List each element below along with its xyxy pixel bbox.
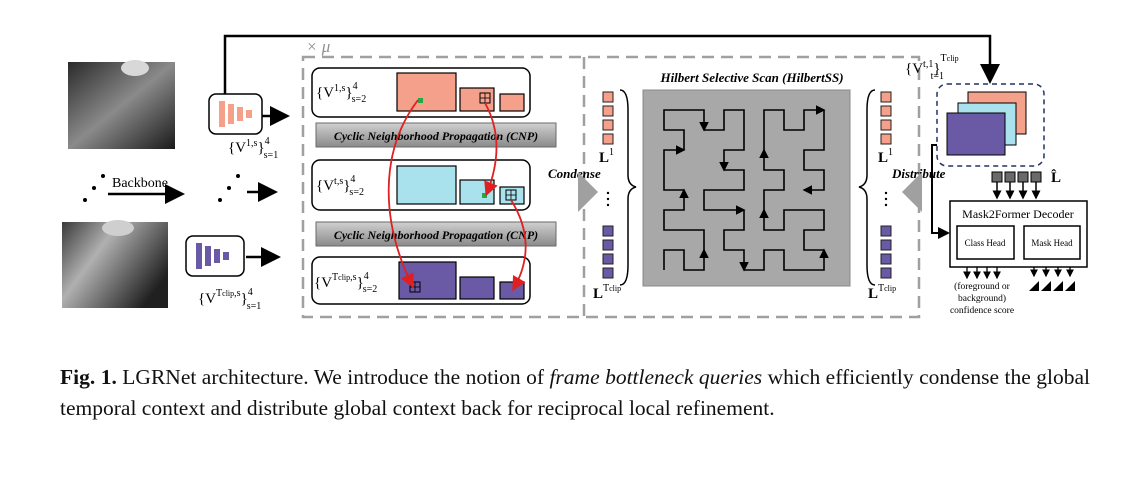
- repeat-label: × μ: [306, 37, 330, 56]
- condense-label: Condense: [548, 166, 601, 181]
- row-3-scale-large: [398, 261, 457, 300]
- backbone-label: Backbone: [112, 176, 168, 191]
- cnp-propagation-arrow-3: [510, 199, 527, 292]
- cnp-bar-2: [315, 221, 557, 247]
- feedback-arrow-line: [223, 34, 1000, 94]
- distribute-brace: [858, 89, 876, 286]
- mask-outputs: [1029, 281, 1075, 291]
- cnp-propagation-arrow-2: [484, 102, 498, 197]
- distribute-arrow: [902, 172, 922, 212]
- caption-text-a: LGRNet architecture. We introduce the no…: [116, 365, 550, 389]
- ellipsis-dot: [101, 174, 105, 178]
- ultrasound-probe-1: [121, 60, 149, 76]
- condense-brace: [619, 89, 637, 286]
- cnp-label-2: Cyclic Neighborhood Propagation (CNP): [334, 228, 538, 242]
- mask-head: [1023, 225, 1081, 260]
- decoder-queries: [991, 171, 1042, 200]
- ultrasound-frame-1: [68, 62, 175, 149]
- feature-to-decoder-arrow: [931, 144, 950, 239]
- feature-pyramid-top: [208, 93, 263, 135]
- ellipsis-dot: [218, 198, 222, 202]
- class-head: [956, 225, 1015, 260]
- caption-fig-label: Fig. 1.: [60, 365, 117, 389]
- ultrasound-frame-2: [62, 222, 168, 308]
- class-head-label: Class Head: [965, 238, 1006, 248]
- condense-arrow: [578, 172, 598, 212]
- L1-label-left: L1: [599, 147, 614, 166]
- class-head-outputs: [963, 267, 1001, 280]
- row-2-scale-large: [396, 165, 457, 205]
- cnp-propagation-arrow-1: [387, 99, 419, 289]
- lhat-label: L̂: [1051, 169, 1061, 186]
- decoder-title: Mask2Former Decoder: [962, 207, 1074, 221]
- figure-caption: Fig. 1. LGRNet architecture. We introduc…: [60, 362, 1090, 424]
- cnp-label-1: Cyclic Neighborhood Propagation (CNP): [334, 129, 538, 143]
- row-1-scale-small: [499, 93, 525, 112]
- confidence-line-2: background): [958, 293, 1006, 304]
- ellipsis-dot: [83, 198, 87, 202]
- row-3-scale-small: [499, 281, 525, 300]
- confidence-line-1: (foreground or: [954, 281, 1010, 292]
- mask-head-outputs: [1030, 267, 1074, 278]
- LT-label-left: LTclip: [593, 283, 621, 302]
- caption-text-b: which efficiently condense the global te…: [60, 365, 1091, 420]
- row-1-scale-large: [396, 72, 457, 112]
- ellipsis-dot: [227, 186, 231, 190]
- query-column-right: [880, 91, 892, 279]
- confidence-line-3: confidence score: [950, 305, 1014, 316]
- LT-label-right: LTclip: [868, 283, 896, 302]
- hilbert-title: Hilbert Selective Scan (HilbertSS): [659, 70, 843, 85]
- ultrasound-probe-2: [102, 220, 134, 236]
- row-3-scale-mid: [459, 276, 495, 300]
- caption-emphasis: frame bottleneck queries: [549, 365, 763, 389]
- mask-head-label: Mask Head: [1031, 238, 1073, 248]
- ellipsis-dot: [236, 174, 240, 178]
- cnp-bar-1: [315, 122, 557, 148]
- hilbert-scan-panel: [642, 89, 851, 287]
- row-1-scale-mid: [459, 87, 495, 112]
- row-2-scale-mid: [459, 179, 495, 205]
- L1-label-right: L1: [878, 147, 893, 166]
- hilbert-curve: [663, 105, 829, 272]
- query-column-left: [602, 91, 614, 279]
- ellipsis-dot: [92, 186, 96, 190]
